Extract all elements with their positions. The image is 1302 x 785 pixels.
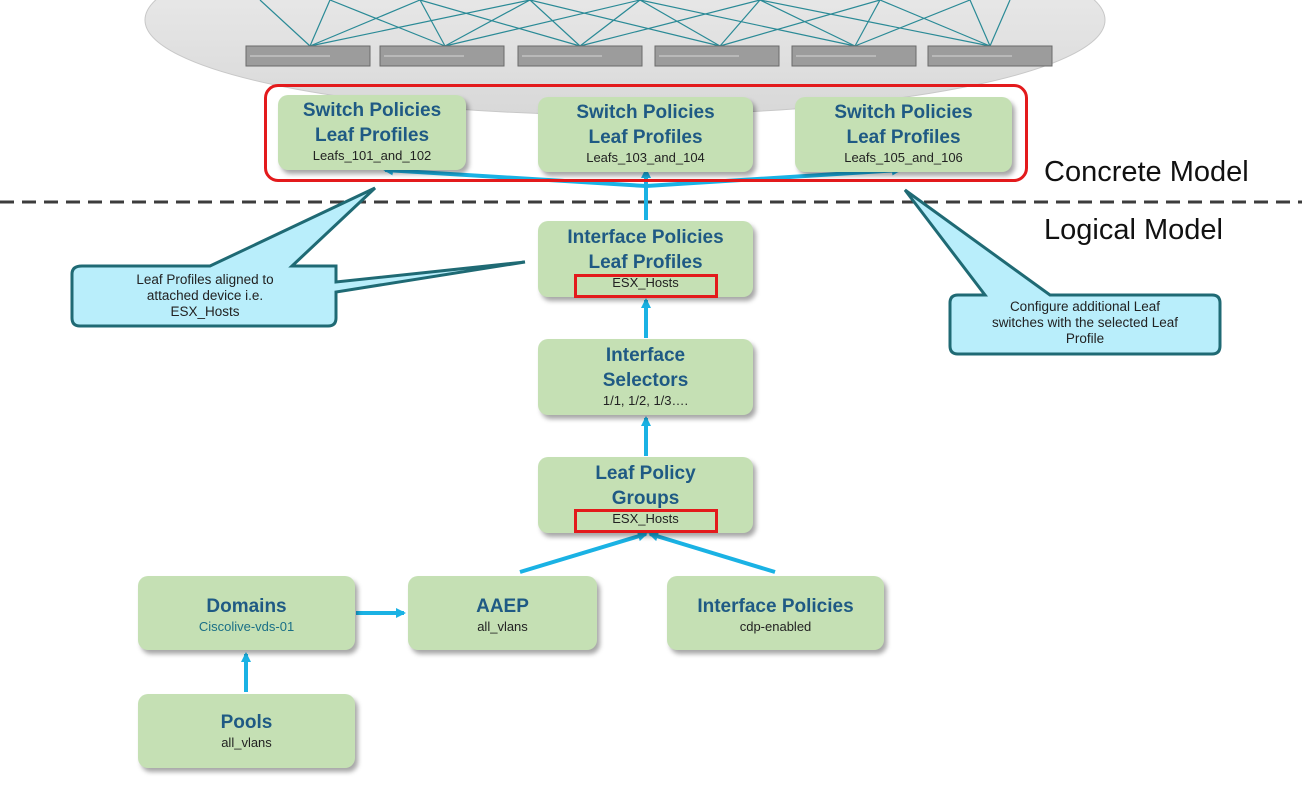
ifpol-value: cdp-enabled (739, 619, 812, 634)
lpg-value: ESX_Hosts (612, 511, 679, 526)
switch-profile-value: Leafs_105_and_106 (844, 150, 963, 165)
ifpol-title: Interface Policies (697, 596, 854, 617)
callout-right-text: Configure additional Leaf switches with … (952, 299, 1218, 347)
switch-profile-subtitle: Leaf Profiles (588, 127, 703, 148)
arrow-to-switch-101 (383, 165, 647, 188)
pools-value: all_vlans (221, 735, 272, 750)
domains-box[interactable]: Domains Ciscolive-vds-01 (138, 576, 355, 650)
arrow-to-switch-105 (645, 165, 902, 188)
connectors (241, 165, 902, 692)
concrete-model-label: Concrete Model (1044, 156, 1249, 188)
callout-left-shape (70, 186, 526, 328)
callout-right-line: Configure additional Leaf (1009, 299, 1161, 314)
aaep-box[interactable]: AAEP all_vlans (408, 576, 597, 650)
lpg-value-highlight (574, 509, 718, 533)
callout-left-text: Leaf Profiles aligned to attached device… (82, 272, 328, 320)
ipl-value-highlight (574, 274, 718, 298)
aaep-title: AAEP (476, 596, 529, 617)
logical-model-label: Logical Model (1044, 214, 1223, 246)
switch-profile-title: Switch Policies (834, 102, 973, 123)
ipl-subtitle: Leaf Profiles (588, 252, 703, 273)
interface-selectors-box[interactable]: Interface Selectors 1/1, 1/2, 1/3…. (538, 339, 753, 415)
switch-profile-box[interactable]: Switch Policies Leaf Profiles Leafs_101_… (278, 95, 466, 170)
selectors-subtitle: Selectors (602, 370, 689, 391)
callout-right-shape (903, 188, 1222, 356)
domains-title: Domains (206, 596, 287, 617)
switch-profile-box[interactable]: Switch Policies Leaf Profiles Leafs_103_… (538, 97, 753, 172)
switch-profile-title: Switch Policies (302, 100, 442, 121)
leaf-switches (245, 45, 1053, 67)
ipl-value: ESX_Hosts (612, 275, 679, 290)
switch-profile-subtitle: Leaf Profiles (314, 125, 430, 146)
callout-left-line: attached device i.e. (146, 288, 264, 303)
domains-value: Ciscolive-vds-01 (198, 619, 295, 634)
callout-left (70, 186, 526, 328)
pools-box[interactable]: Pools all_vlans (138, 694, 355, 768)
switch-profile-box[interactable]: Switch Policies Leaf Profiles Leafs_105_… (795, 97, 1012, 172)
callout-left-line: Leaf Profiles aligned to (136, 272, 274, 287)
callout-left-line: ESX_Hosts (170, 304, 240, 319)
arrow-aaep-to-groups (519, 531, 648, 574)
interface-policies-box[interactable]: Interface Policies cdp-enabled (667, 576, 884, 650)
lpg-title: Leaf Policy (595, 463, 696, 484)
ipl-title: Interface Policies (567, 227, 724, 248)
callout-right (903, 188, 1222, 356)
callout-right-line: switches with the selected Leaf (991, 315, 1179, 330)
pools-title: Pools (220, 712, 273, 733)
switch-profile-subtitle: Leaf Profiles (846, 127, 961, 148)
concrete-model-frame (264, 84, 1028, 182)
selectors-value: 1/1, 1/2, 1/3…. (602, 393, 689, 408)
switch-profile-title: Switch Policies (576, 102, 715, 123)
fabric-links (259, 0, 1011, 47)
callout-right-line: Profile (1065, 331, 1105, 346)
aaep-value: all_vlans (477, 619, 528, 634)
switch-profile-value: Leafs_101_and_102 (312, 148, 432, 163)
switch-profile-value: Leafs_103_and_104 (586, 150, 705, 165)
selectors-title: Interface (605, 345, 686, 366)
arrow-ifpol-to-groups (648, 531, 776, 574)
lpg-subtitle: Groups (611, 488, 680, 509)
